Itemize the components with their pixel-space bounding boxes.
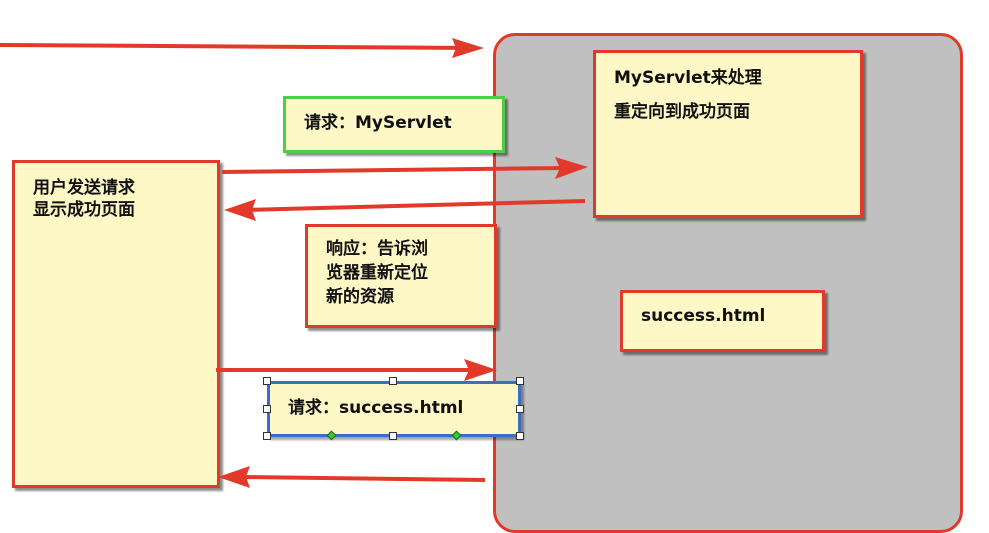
selection-handle-top-right[interactable] xyxy=(516,377,524,385)
arrow-return-success xyxy=(218,466,486,488)
servlet-box: MyServlet来处理 重定向到成功页面 xyxy=(593,50,863,218)
selection-handle-bottom-right[interactable] xyxy=(516,432,524,440)
response-line-3: 新的资源 xyxy=(326,287,394,307)
selection-handle-middle-right[interactable] xyxy=(516,405,524,413)
selection-handle-bottom-left[interactable] xyxy=(263,432,271,440)
selection-handle-bottom-middle[interactable] xyxy=(389,432,397,440)
request-success-text: 请求：success.html xyxy=(288,398,464,418)
response-line-2: 览器重新定位 xyxy=(326,263,428,283)
servlet-box-title: MyServlet来处理 xyxy=(614,68,762,88)
arrow-request-success xyxy=(216,359,497,381)
request-success-label[interactable]: 请求：success.html xyxy=(267,381,521,437)
user-box: 用户发送请求 显示成功页面 xyxy=(12,160,220,488)
selection-handle-middle-left[interactable] xyxy=(263,405,271,413)
selection-handle-top-left[interactable] xyxy=(263,377,271,385)
servlet-box-action: 重定向到成功页面 xyxy=(614,102,750,122)
arrow-top-left xyxy=(0,38,484,58)
user-box-line-1: 用户发送请求 xyxy=(33,178,135,198)
success-box: success.html xyxy=(620,290,825,352)
request-myservlet-text: 请求：MyServlet xyxy=(304,113,452,133)
response-line-1: 响应：告诉浏 xyxy=(326,239,428,259)
user-box-line-2: 显示成功页面 xyxy=(33,200,135,220)
selection-handle-top-middle[interactable] xyxy=(389,377,397,385)
success-box-label: success.html xyxy=(641,306,766,326)
request-myservlet-label: 请求：MyServlet xyxy=(283,96,505,153)
response-label: 响应：告诉浏 览器重新定位 新的资源 xyxy=(305,224,497,328)
